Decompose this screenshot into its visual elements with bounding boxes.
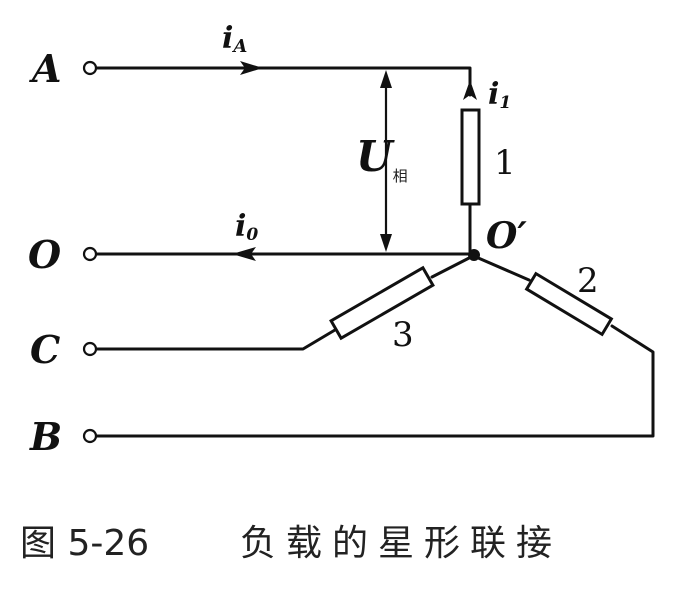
load-3-resistor <box>329 265 435 341</box>
figure-caption: 负载的星形联接 <box>240 523 562 564</box>
current-0-label: i0 <box>235 209 258 245</box>
loads <box>329 108 614 341</box>
current-1-arrow-icon <box>463 80 477 100</box>
load-2-resistor <box>524 271 614 337</box>
terminal-c-label: C <box>30 327 60 372</box>
circuit-wires <box>95 66 655 438</box>
current-0-arrow-icon <box>232 247 256 261</box>
current-1-label: i1 <box>488 77 511 113</box>
current-a-label: iA <box>222 21 247 57</box>
current-a-arrow-icon <box>240 61 263 75</box>
load-2-upper-lead <box>474 255 531 282</box>
terminal-o-circle <box>82 246 98 262</box>
terminal-a-label: A <box>29 46 61 91</box>
load-1-resistor <box>460 108 481 206</box>
line-b-wire <box>95 324 655 438</box>
terminal-b-circle <box>82 428 98 444</box>
terminal-o-label: O <box>28 232 61 277</box>
terminals <box>82 60 98 444</box>
terminal-a-circle <box>82 60 98 76</box>
figure-number: 图 5-26 <box>20 523 149 564</box>
load-1-number: 1 <box>494 143 516 183</box>
voltage-arrow-bottom-icon <box>380 234 392 252</box>
terminal-b-label: B <box>29 414 62 459</box>
load-2-number: 2 <box>577 261 599 301</box>
line-a-wire <box>95 66 472 97</box>
star-point-node <box>468 249 480 261</box>
load-3-number: 3 <box>392 315 414 355</box>
terminal-c-circle <box>82 341 98 357</box>
load-3-upper-lead <box>430 254 475 279</box>
line-c-wire <box>95 322 347 351</box>
voltage-arrow-top-icon <box>380 70 392 88</box>
voltage-label: U相 <box>356 132 408 185</box>
node-label: O′ <box>486 215 527 257</box>
